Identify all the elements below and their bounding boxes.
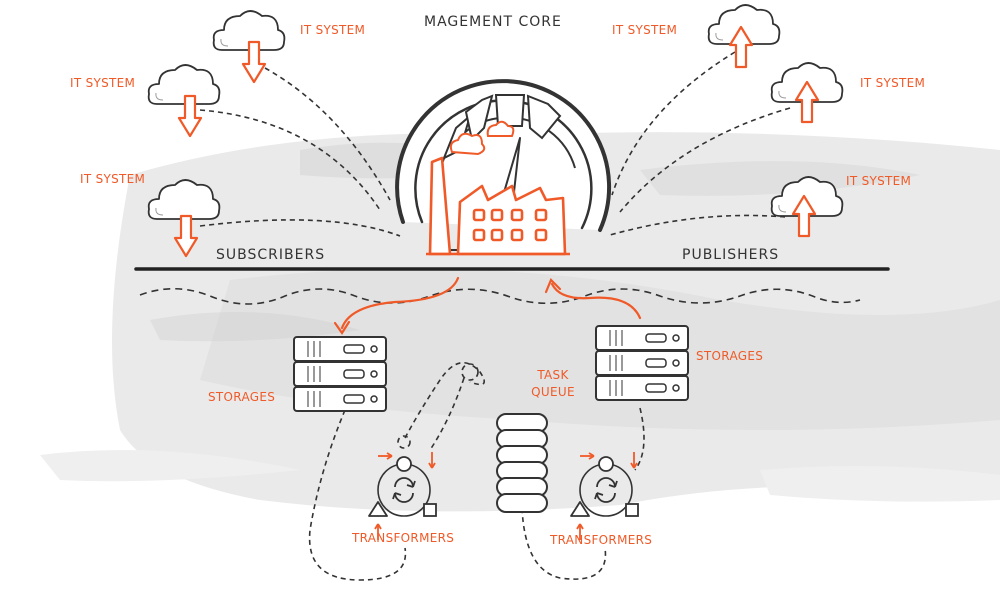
task-queue-stack: [496, 413, 548, 513]
it-system-label-mid-left: IT SYSTEM: [70, 76, 136, 90]
it-system-label-low-left: IT SYSTEM: [80, 172, 146, 186]
it-system-label-low-right: IT SYSTEM: [846, 174, 912, 188]
it-system-cloud-top-right: [707, 4, 781, 69]
core-clouds: [449, 120, 515, 156]
transformers-label-left: TRANSFORMERS: [352, 531, 455, 545]
subscribers-label: SUBSCRIBERS: [216, 247, 326, 263]
wavy-ground: [139, 287, 861, 305]
core-title: MAGEMENT CORE: [424, 14, 562, 30]
flow-arrows: [333, 276, 642, 335]
it-system-cloud-mid-right: [770, 62, 844, 124]
task-queue-label-line1: TASK: [537, 368, 569, 382]
storages-label-right: STORAGES: [696, 349, 764, 363]
connectors-lower: [308, 362, 645, 581]
transformers-label-right: TRANSFORMERS: [550, 533, 653, 547]
it-system-cloud-mid-left: [147, 64, 221, 138]
storage-stack-right: [595, 325, 689, 401]
it-system-label-top-left: IT SYSTEM: [300, 23, 366, 37]
publishers-label: PUBLISHERS: [682, 247, 780, 263]
storage-stack-left: [293, 336, 387, 412]
it-system-cloud-top-left: [212, 10, 286, 84]
factory-graphic: [426, 156, 570, 256]
task-queue-label-line2: QUEUE: [531, 385, 575, 399]
it-system-label-top-right: IT SYSTEM: [612, 23, 678, 37]
connectors-it-systems: [199, 51, 791, 237]
it-system-label-mid-right: IT SYSTEM: [860, 76, 926, 90]
storages-label-left: STORAGES: [208, 390, 276, 404]
